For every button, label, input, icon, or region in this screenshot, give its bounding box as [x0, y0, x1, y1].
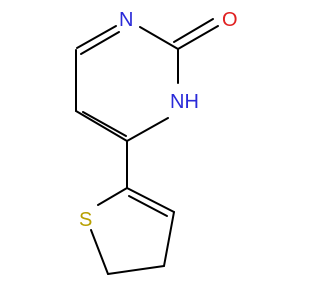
- bond-c-to-c-double-inner: [128, 195, 168, 217]
- atom-nh: NH: [170, 91, 199, 113]
- atom-s: S: [79, 209, 92, 231]
- bond-s-to-c: [97, 187, 128, 206]
- bond-ch-to-c6: [75, 110, 128, 142]
- bond-ch-to-c6-double: [82, 111, 127, 137]
- bond-c2-to-n: [139, 26, 179, 50]
- bond-n-to-c-left: [76, 25, 117, 49]
- bond-ring-right-down: [163, 211, 175, 267]
- bond-c-to-c-double: [126, 187, 175, 213]
- atom-o-carbonyl: O: [222, 9, 238, 31]
- bond-c2-to-o: [177, 25, 219, 50]
- bond-ring-bottom: [107, 265, 165, 275]
- molecule-structure: N O NH S: [75, 9, 238, 275]
- bond-c6-to-nh: [126, 117, 169, 142]
- bond-n-to-c-left-double: [80, 31, 120, 55]
- bonds: [75, 18, 219, 275]
- bond-ring-bottom-left-to-s: [90, 229, 109, 275]
- atom-n-top: N: [119, 9, 133, 31]
- bond-c2-to-o-double: [173, 18, 214, 43]
